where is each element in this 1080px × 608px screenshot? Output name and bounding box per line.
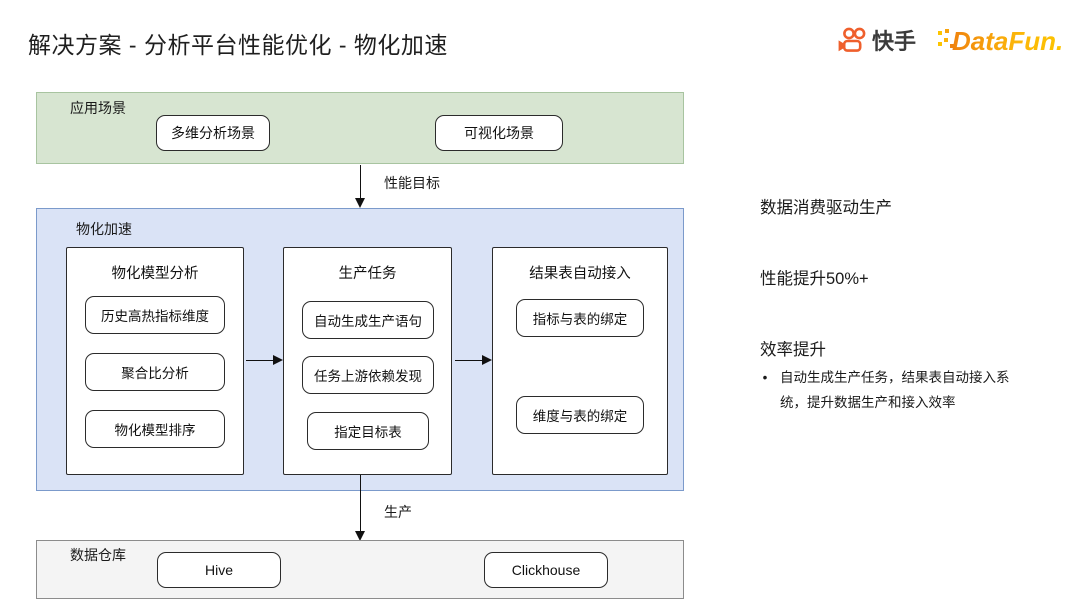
scenario-band-label: 应用场景 <box>70 100 126 116</box>
item-metric-table-binding[interactable]: 指标与表的绑定 <box>516 299 644 337</box>
arrow-task-to-result <box>455 355 492 365</box>
arrow-analysis-to-task <box>246 355 283 365</box>
acceleration-band-label: 物化加速 <box>76 221 132 237</box>
svg-text:DataFun.: DataFun. <box>952 26 1063 55</box>
datafun-logo: DataFun. <box>938 25 1072 55</box>
page-title: 解决方案 - 分析平台性能优化 - 物化加速 <box>28 32 448 58</box>
arrow-label-production: 生产 <box>384 504 412 520</box>
right-heading-consumption-drives-production: 数据消费驱动生产 <box>760 199 892 217</box>
right-bullet-text: 自动生成生产任务，结果表自动接入系统，提升数据生产和接入效率 <box>780 370 1010 410</box>
scenario-item-visualization[interactable]: 可视化场景 <box>435 115 563 151</box>
kuaishou-camera-icon <box>837 27 867 53</box>
column-result-table-access: 结果表自动接入 <box>492 247 668 475</box>
column-title-model-analysis: 物化模型分析 <box>111 266 199 282</box>
item-historical-hot-metrics[interactable]: 历史高热指标维度 <box>85 296 225 334</box>
bullet-marker-icon: • <box>762 370 768 385</box>
kuaishou-logo: 快手 <box>837 24 916 56</box>
arrow-label-performance-goal: 性能目标 <box>384 175 440 191</box>
item-aggregation-ratio-analysis[interactable]: 聚合比分析 <box>85 353 225 391</box>
right-heading-efficiency-gain: 效率提升 <box>760 341 826 359</box>
scenario-item-multidim[interactable]: 多维分析场景 <box>156 115 270 151</box>
column-title-production-task: 生产任务 <box>338 266 397 282</box>
datafun-wordmark-icon: DataFun. <box>938 26 1063 55</box>
warehouse-band-label: 数据仓库 <box>70 547 126 563</box>
scenario-band <box>36 92 684 164</box>
item-dimension-table-binding[interactable]: 维度与表的绑定 <box>516 396 644 434</box>
item-specify-target-table[interactable]: 指定目标表 <box>307 412 429 450</box>
right-heading-performance-gain: 性能提升50%+ <box>760 270 869 288</box>
warehouse-item-hive[interactable]: Hive <box>157 552 281 588</box>
right-bullet-item: • 自动生成生产任务，结果表自动接入系统，提升数据生产和接入效率 <box>760 366 1030 416</box>
item-upstream-dependency-discovery[interactable]: 任务上游依赖发现 <box>302 356 434 394</box>
kuaishou-wordmark: 快手 <box>871 29 916 54</box>
item-model-ranking[interactable]: 物化模型排序 <box>85 410 225 448</box>
logo-group: 快手 DataFun. <box>837 24 1072 56</box>
warehouse-item-clickhouse[interactable]: Clickhouse <box>484 552 608 588</box>
column-title-result-table-access: 结果表自动接入 <box>529 266 631 282</box>
item-auto-generate-sql[interactable]: 自动生成生产语句 <box>302 301 434 339</box>
arrow-scenario-to-acceleration <box>355 165 365 208</box>
arrow-acceleration-to-warehouse <box>355 475 365 541</box>
